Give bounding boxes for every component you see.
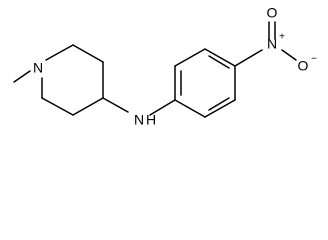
bond-ar-double-2	[208, 55, 230, 69]
atom-o-right: O	[298, 58, 309, 74]
bond-ar-double-3	[208, 97, 230, 111]
bond-pip-n-c2	[45, 44, 74, 61]
bond-ar-6	[174, 99, 206, 118]
bond-ar-5	[204, 99, 236, 118]
atom-n-piperidine: N	[33, 60, 43, 76]
bond-pip-c2-c3	[72, 44, 104, 63]
bond-nh-aryl	[149, 99, 176, 116]
charge-o-right: −	[311, 54, 317, 65]
charge-n-nitro: +	[279, 32, 285, 43]
bond-methyl	[13, 70, 31, 83]
atom-n-nitro: N	[267, 36, 277, 52]
bond-c4-nh	[102, 97, 129, 113]
atom-h-amine: H	[146, 112, 156, 128]
bond-pip-c4-c5	[72, 97, 104, 116]
atom-n-amine: N	[134, 112, 144, 128]
bond-pip-c5-c6	[41, 97, 74, 116]
bond-aryl-nitro	[234, 49, 263, 67]
structure-drawing: N N H N + O O −	[13, 5, 317, 128]
bond-ar-3	[204, 48, 236, 67]
atom-o-top: O	[267, 5, 278, 21]
bond-nitro-o-right	[281, 49, 297, 61]
bond-ar-2	[174, 48, 206, 67]
